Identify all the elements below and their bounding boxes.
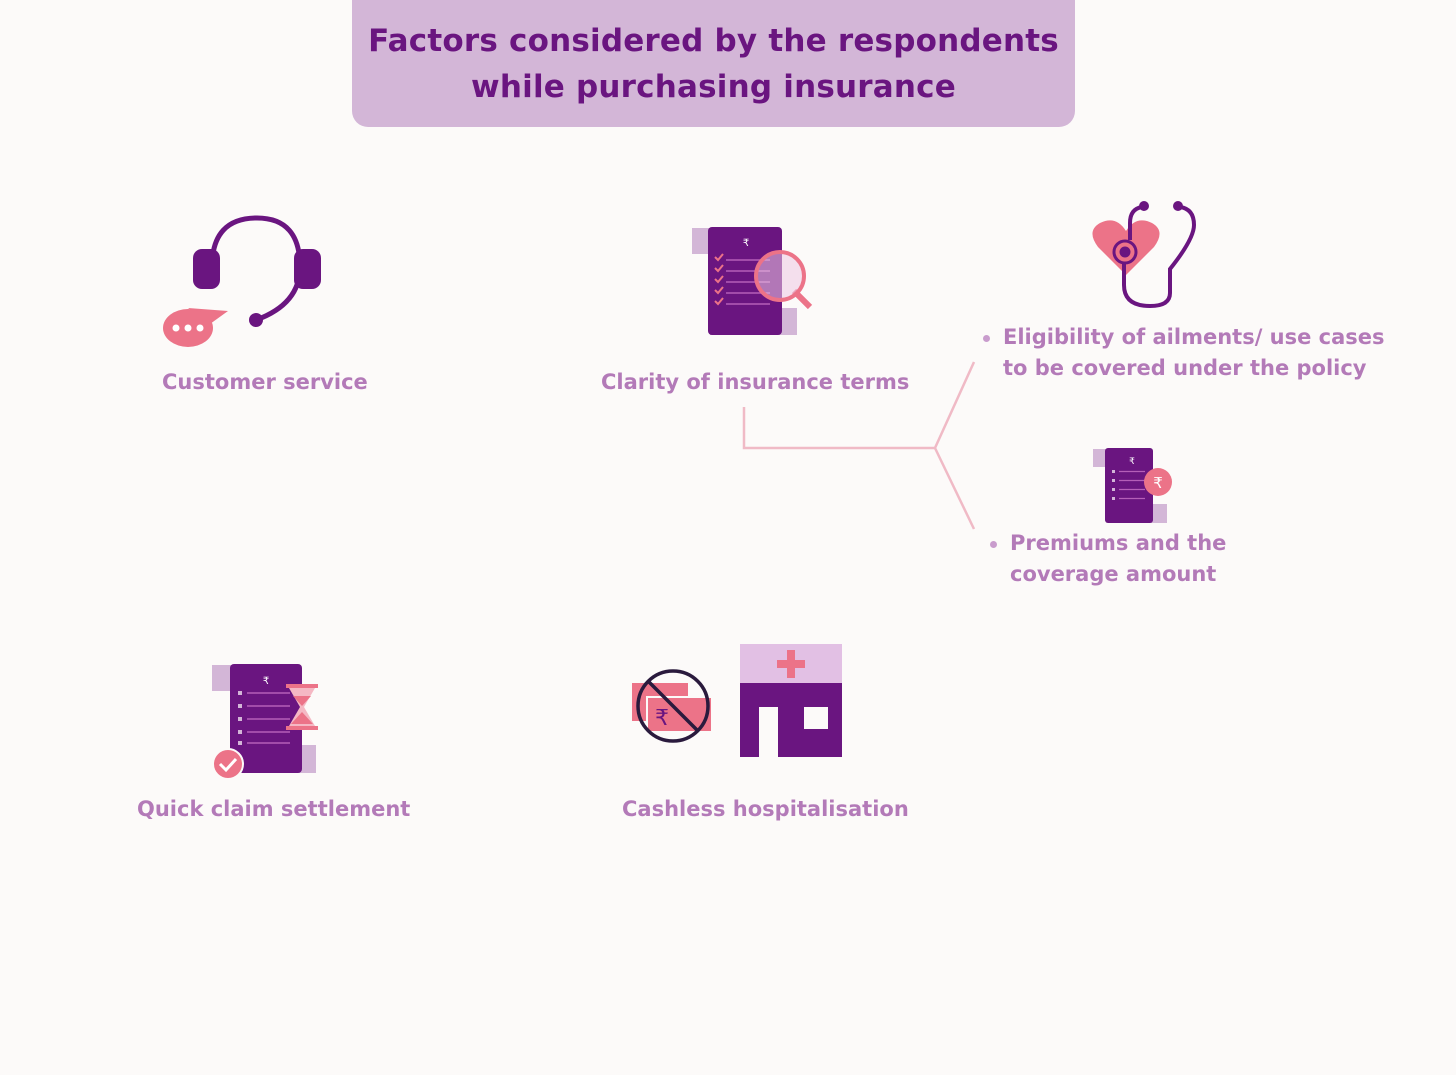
- document-hourglass-icon: ₹: [212, 664, 318, 780]
- hospital-no-cash-icon: ₹: [632, 644, 842, 757]
- factor-label-clarity: Clarity of insurance terms: [601, 370, 910, 394]
- factor-label-cashless: Cashless hospitalisation: [622, 797, 909, 821]
- headset-icon: [163, 215, 321, 347]
- title-banner: Factors considered by the respondents wh…: [352, 0, 1075, 127]
- connector-lines: [742, 361, 976, 530]
- document-rupee-icon: ₹ ₹: [1093, 448, 1172, 523]
- sub-factor-label-eligibility: Eligibility of ailments/ use cases to be…: [983, 322, 1385, 384]
- rupee-symbol: ₹: [1129, 457, 1135, 467]
- rupee-symbol: ₹: [655, 706, 669, 731]
- sub-factor-label-premiums: Premiums and the coverage amount: [989, 528, 1226, 590]
- stethoscope-heart-icon: [1092, 201, 1197, 309]
- document-magnifier-icon: ₹: [692, 227, 813, 335]
- factor-label-quick-claim: Quick claim settlement: [137, 797, 411, 821]
- check-icon: [212, 748, 244, 780]
- rupee-symbol: ₹: [743, 238, 749, 249]
- page-title: Factors considered by the respondents wh…: [368, 22, 1059, 105]
- rupee-symbol: ₹: [1153, 474, 1163, 492]
- hourglass-icon: [286, 684, 318, 730]
- rupee-symbol: ₹: [263, 676, 269, 687]
- hospital-icon: [740, 644, 842, 757]
- no-cash-icon: ₹: [632, 669, 713, 743]
- factor-label-customer-service: Customer service: [162, 370, 368, 394]
